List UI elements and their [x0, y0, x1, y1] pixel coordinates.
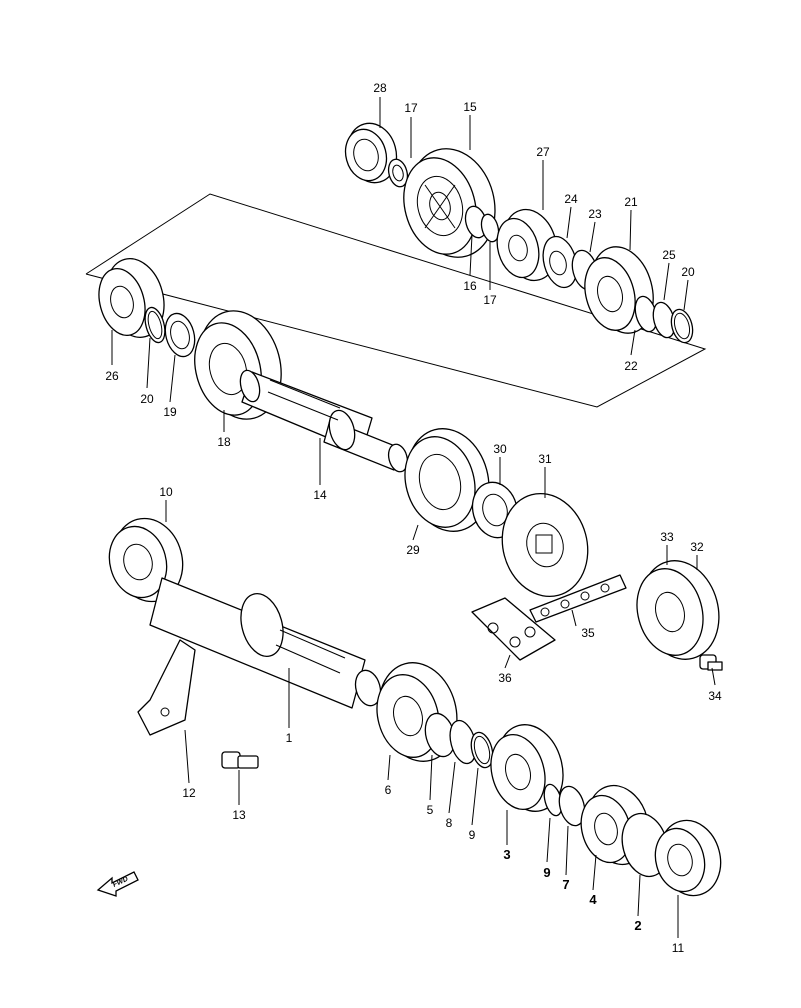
callout-6: 6 [385, 783, 392, 797]
callout-7: 7 [562, 877, 569, 892]
callout-21: 21 [624, 195, 638, 209]
gear-15 [403, 148, 496, 258]
washer-7 [558, 785, 586, 827]
callout-34: 34 [708, 689, 722, 703]
shaft-14 [239, 369, 409, 473]
washer-17-lower [480, 213, 500, 243]
leader-lines [111, 97, 716, 938]
callout-16: 16 [463, 279, 477, 293]
bolt-13 [221, 751, 259, 769]
callout-9-lower: 9 [543, 865, 550, 880]
callout-9-upper: 9 [469, 828, 476, 842]
chain-link-kit-36 [471, 597, 556, 661]
callout-22: 22 [624, 359, 638, 373]
callout-18: 18 [217, 435, 231, 449]
callout-17-lower: 17 [483, 293, 497, 307]
callout-12: 12 [182, 786, 196, 800]
callout-8: 8 [446, 816, 453, 830]
chain-35 [529, 574, 627, 623]
callout-11: 11 [672, 941, 685, 955]
bearing-29 [404, 428, 490, 532]
callout-19: 19 [163, 405, 177, 419]
callout-2: 2 [634, 918, 641, 933]
callout-27: 27 [536, 145, 550, 159]
washer-19 [164, 312, 196, 358]
callout-14: 14 [313, 488, 327, 502]
upper-group-outline [85, 193, 707, 408]
callout-1: 1 [286, 731, 293, 745]
callout-36: 36 [498, 671, 512, 685]
callout-15: 15 [463, 100, 477, 114]
callout-32: 32 [690, 540, 704, 554]
callout-4: 4 [589, 892, 597, 907]
callouts: 28 17 15 27 24 23 21 25 20 22 16 17 26 2… [105, 81, 722, 955]
fwd-arrow-icon: FWD [96, 871, 139, 897]
callout-30: 30 [493, 442, 507, 456]
callout-3: 3 [503, 847, 510, 862]
gear-3 [490, 724, 564, 812]
callout-28: 28 [373, 81, 387, 95]
callout-35: 35 [581, 626, 595, 640]
bearing-11 [654, 819, 722, 897]
circlip-20-top [670, 308, 694, 344]
callout-10: 10 [159, 485, 173, 499]
gear-6 [376, 662, 458, 762]
washer-17-top [387, 158, 409, 188]
callout-31: 31 [538, 452, 552, 466]
callout-29: 29 [406, 543, 420, 557]
bearing-28 [344, 122, 398, 184]
callout-33: 33 [660, 530, 674, 544]
callout-20-top: 20 [681, 265, 695, 279]
callout-17-top: 17 [404, 101, 418, 115]
plate-12 [137, 639, 196, 736]
callout-20-left: 20 [140, 392, 154, 406]
circlip-20-left [144, 306, 166, 344]
damper-32-33 [636, 560, 720, 660]
callout-25: 25 [662, 248, 676, 262]
circlip-9-upper [470, 731, 494, 769]
callout-13: 13 [232, 808, 246, 822]
main-shaft-1 [149, 577, 382, 709]
sprocket-31 [501, 492, 589, 598]
callout-23: 23 [588, 207, 602, 221]
bolt-34 [699, 654, 723, 671]
callout-26: 26 [105, 369, 119, 383]
callout-24: 24 [564, 192, 578, 206]
callout-5: 5 [427, 803, 434, 817]
gear-4 [580, 784, 650, 866]
